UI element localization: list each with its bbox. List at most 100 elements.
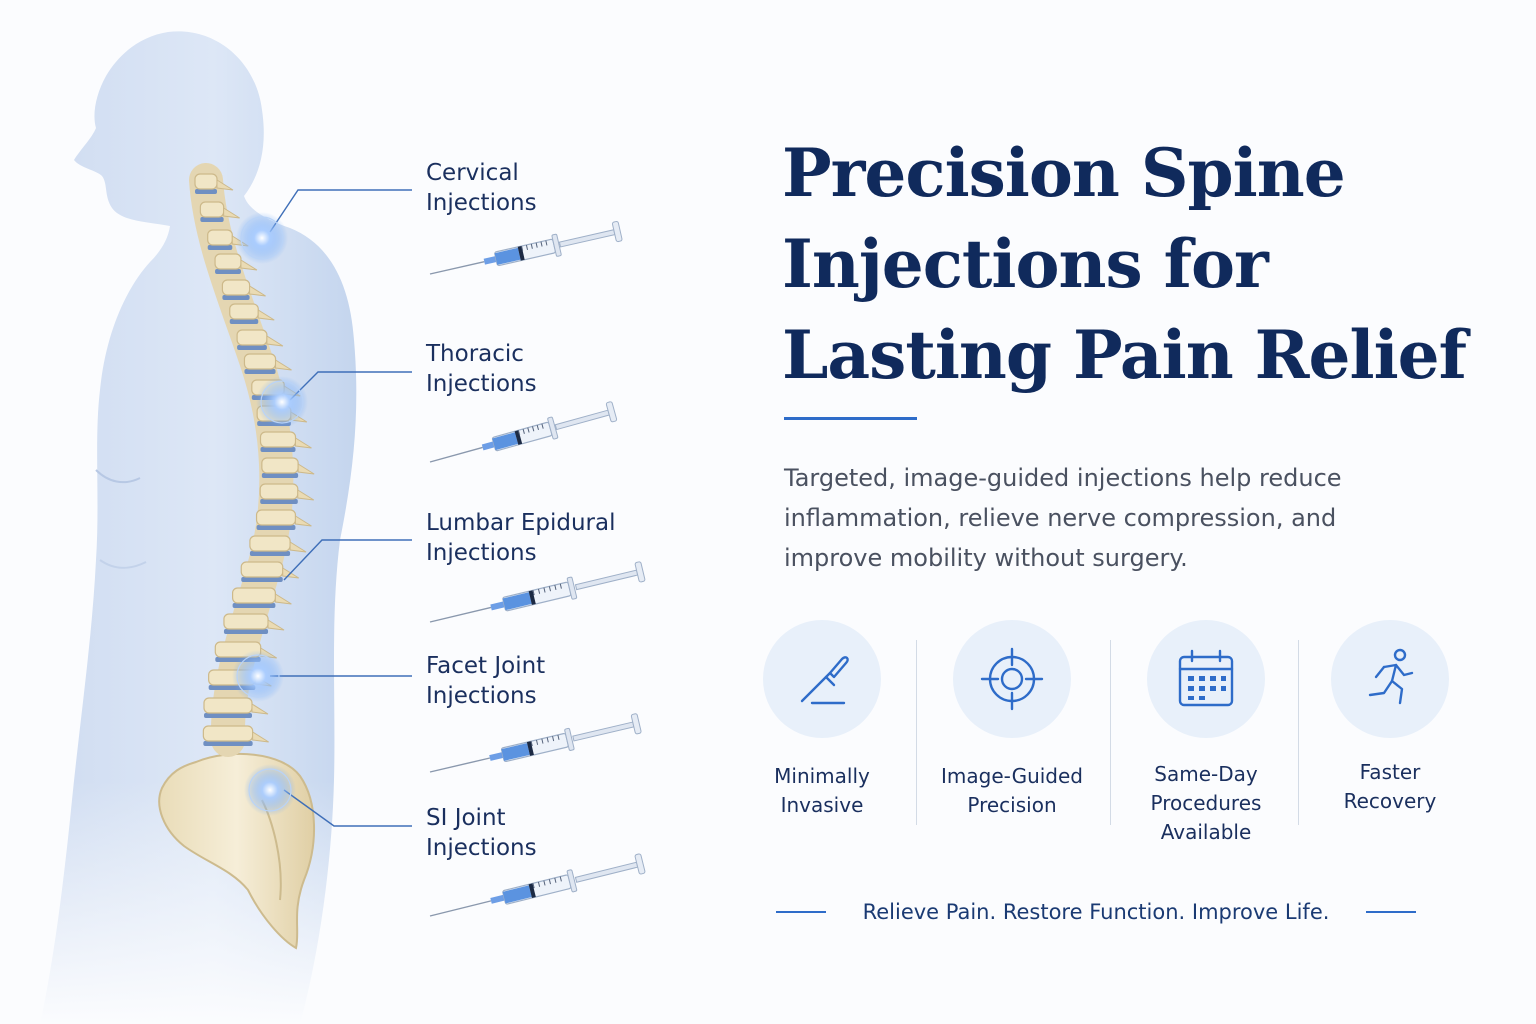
syringe-icon bbox=[429, 401, 618, 463]
divider bbox=[1110, 640, 1111, 825]
syringe-part bbox=[429, 606, 492, 623]
syringe-icon bbox=[429, 713, 642, 773]
feature-label: Image-Guided bbox=[940, 764, 1083, 788]
syringe-part bbox=[490, 894, 505, 904]
spinous-process bbox=[294, 515, 312, 527]
title-underline bbox=[784, 417, 917, 420]
feature-label: Precision bbox=[967, 793, 1057, 817]
vertebra bbox=[240, 561, 284, 578]
syringe-tick bbox=[541, 423, 544, 429]
description-line: Targeted, image-guided injections help r… bbox=[784, 464, 1342, 492]
spinous-process bbox=[249, 285, 266, 297]
intervertebral-disc bbox=[200, 217, 224, 222]
syringe-part bbox=[429, 757, 491, 773]
scalpel-icon bbox=[800, 656, 849, 705]
vertebra bbox=[221, 279, 251, 296]
syringe-tick bbox=[535, 242, 538, 248]
injection-target-glows bbox=[232, 212, 308, 816]
syringe-part bbox=[574, 569, 639, 591]
vertebra bbox=[229, 303, 259, 320]
feature-icon-circle bbox=[953, 620, 1071, 738]
syringe-part bbox=[630, 713, 642, 735]
syringe-part bbox=[564, 727, 575, 751]
label-facet-joint-injections: Facet Joint Injections bbox=[426, 651, 545, 711]
intervertebral-disc bbox=[232, 603, 276, 608]
intervertebral-disc bbox=[229, 319, 259, 324]
crosshair-target-icon bbox=[980, 647, 1044, 711]
description-line: improve mobility without surgery. bbox=[784, 544, 1188, 572]
syringe-part bbox=[611, 221, 623, 243]
feature-label: Same-Day bbox=[1154, 762, 1258, 786]
syringe-part bbox=[528, 590, 536, 605]
syringe-tick bbox=[559, 876, 562, 882]
syringe-tick bbox=[546, 737, 549, 743]
vertebra bbox=[232, 587, 277, 604]
vertebra bbox=[259, 431, 297, 448]
spinous-process bbox=[274, 593, 292, 605]
syringe-tick bbox=[517, 430, 521, 436]
spinous-process bbox=[297, 489, 315, 501]
label-line: Lumbar Epidural bbox=[426, 510, 616, 536]
syringe-part bbox=[492, 432, 519, 451]
syringe-tick bbox=[530, 741, 533, 747]
title-line: Injections for bbox=[782, 225, 1269, 303]
syringe-tick bbox=[530, 243, 533, 249]
syringe-tick bbox=[537, 881, 541, 887]
syringe-part bbox=[494, 247, 521, 265]
spinous-process bbox=[297, 463, 315, 475]
vertebra bbox=[223, 613, 269, 630]
syringe-part bbox=[547, 416, 559, 440]
syringe-part bbox=[481, 441, 495, 451]
feature-label: Minimally bbox=[774, 764, 870, 788]
intervertebral-disc bbox=[215, 269, 241, 274]
syringe-part bbox=[551, 233, 562, 257]
running-person-icon bbox=[1368, 648, 1414, 705]
feature-icon-circle bbox=[1147, 620, 1265, 738]
label-cervical-injections: Cervical Injections bbox=[426, 158, 537, 218]
vertebra bbox=[243, 353, 277, 370]
intervertebral-disc bbox=[241, 577, 283, 582]
spinous-process bbox=[295, 437, 312, 449]
syringe-part bbox=[429, 446, 483, 463]
syringe-part bbox=[528, 883, 536, 898]
vertebra bbox=[194, 173, 218, 190]
feature-faster-recovery: Faster Recovery bbox=[1290, 620, 1490, 816]
intervertebral-disc bbox=[249, 551, 291, 556]
syringe-part bbox=[566, 576, 578, 600]
syringe-tick bbox=[531, 426, 535, 432]
divider bbox=[1298, 640, 1299, 825]
label-line: Injections bbox=[426, 371, 537, 397]
syringe-tick bbox=[527, 427, 530, 433]
syringe-part bbox=[429, 260, 485, 275]
syringe-tick bbox=[548, 586, 552, 592]
vertebra bbox=[259, 483, 299, 500]
spinous-process bbox=[223, 207, 240, 219]
syringe-icon bbox=[429, 561, 646, 623]
syringe-tick bbox=[554, 584, 557, 591]
feature-label: Faster bbox=[1359, 760, 1421, 784]
intervertebral-disc bbox=[237, 345, 267, 350]
spinous-process bbox=[275, 359, 292, 371]
syringe-part bbox=[489, 752, 504, 761]
syringe-tick bbox=[532, 590, 535, 596]
syringe-part bbox=[502, 592, 532, 611]
label-line: Injections bbox=[426, 540, 537, 566]
syringe-tick bbox=[559, 583, 562, 589]
syringe-tick bbox=[537, 588, 541, 594]
feature-icon-circle bbox=[1331, 620, 1449, 738]
vertebra bbox=[261, 457, 299, 474]
vertebra bbox=[249, 535, 291, 552]
tagline: Relieve Pain. Restore Function. Improve … bbox=[776, 900, 1416, 924]
feature-label: Procedures bbox=[1150, 791, 1262, 815]
syringe-tick bbox=[525, 244, 529, 250]
feature-same-day-procedures: Same-Day Procedures Available bbox=[1106, 620, 1306, 847]
syringe-tick bbox=[548, 879, 551, 885]
label-line: Injections bbox=[426, 683, 537, 709]
description-line: inflammation, relieve nerve compression,… bbox=[784, 504, 1337, 532]
spinous-process bbox=[216, 179, 234, 191]
label-si-joint-injections: SI Joint Injections bbox=[426, 803, 537, 863]
syringe-icon bbox=[429, 221, 623, 275]
label-line: Facet Joint bbox=[426, 653, 546, 679]
